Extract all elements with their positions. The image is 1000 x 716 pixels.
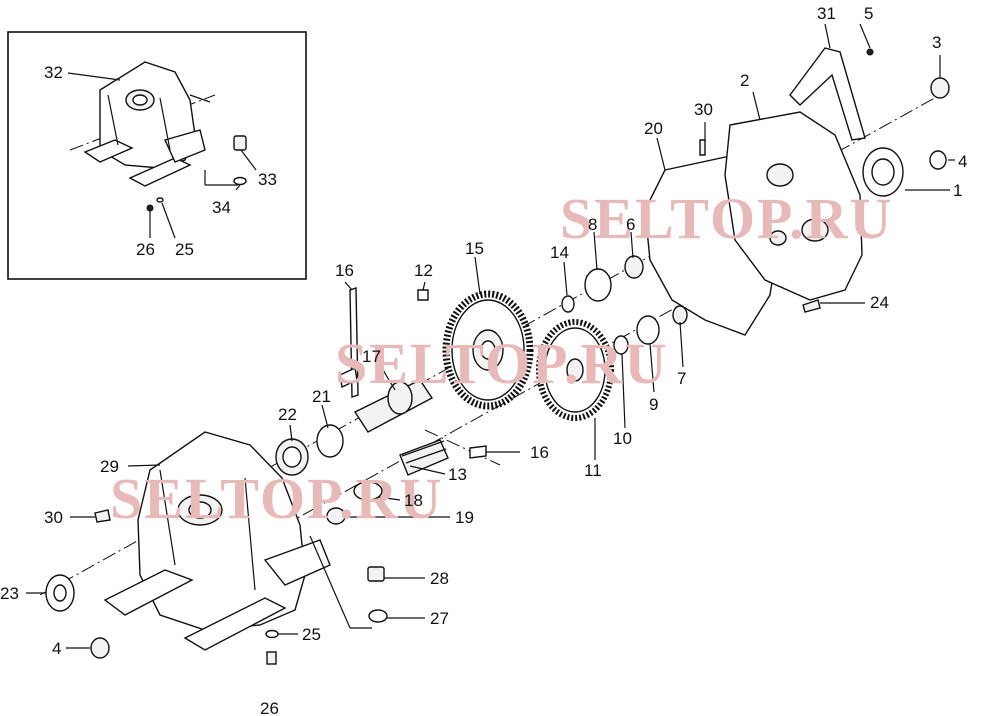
part-label-3: 3: [932, 33, 941, 52]
part-label-27: 27: [430, 609, 449, 628]
part-label-24: 24: [870, 293, 889, 312]
part-label-28: 28: [430, 569, 449, 588]
part-label-12: 12: [414, 261, 433, 280]
part-label-7: 7: [677, 369, 686, 388]
watermark-middle: SELTOP.RU: [335, 331, 668, 396]
part-label-20: 20: [644, 119, 663, 138]
part-label-33: 33: [258, 170, 277, 189]
part-label-2: 2: [740, 71, 749, 90]
part-label-26-bottom: 26: [260, 699, 279, 716]
leader-lines: [26, 23, 955, 649]
main-housing-drawing: [103, 431, 372, 651]
watermark-bottom: SELTOP.RU: [110, 466, 443, 531]
part-label-16-bottom: 16: [530, 443, 549, 462]
part-label-32: 32: [44, 63, 63, 82]
part-label-25: 25: [302, 625, 321, 644]
part-label-17: 17: [362, 347, 381, 366]
gear-drawing: [442, 255, 688, 421]
part-label-30-top: 30: [694, 100, 713, 119]
part-label-26: 26: [136, 240, 155, 259]
part-label-1: 1: [953, 181, 962, 200]
part-label-16-top: 16: [335, 261, 354, 280]
part-label-22: 22: [278, 405, 297, 424]
part-label-19: 19: [455, 508, 474, 527]
cover-drawing: [644, 47, 950, 336]
watermark-top: SELTOP.RU: [560, 186, 893, 251]
part-label-9: 9: [649, 395, 658, 414]
part-label-30-left: 30: [44, 508, 63, 527]
part-label-25-inset: 25: [175, 240, 194, 259]
inset-housing-drawing: [69, 61, 247, 212]
part-label-6: 6: [626, 215, 635, 234]
part-label-4-left: 4: [52, 639, 61, 658]
part-labels: 32 33 34 26 25 31 5 3 2 30 20 4 1 8 6 14…: [0, 4, 967, 716]
part-label-8: 8: [588, 215, 597, 234]
part-label-4-right: 4: [958, 152, 967, 171]
part-label-31: 31: [817, 4, 836, 23]
inset-frame: [7, 31, 307, 280]
part-label-11: 11: [584, 461, 602, 480]
part-label-23: 23: [0, 584, 19, 603]
part-label-29: 29: [100, 457, 119, 476]
part-label-15: 15: [465, 239, 484, 258]
part-label-34: 34: [212, 198, 231, 217]
part-label-14: 14: [550, 243, 569, 262]
part-label-5: 5: [864, 4, 873, 23]
part-label-10: 10: [613, 429, 632, 448]
part-label-21: 21: [312, 387, 331, 406]
part-label-13: 13: [448, 465, 467, 484]
part-label-18: 18: [404, 491, 423, 510]
